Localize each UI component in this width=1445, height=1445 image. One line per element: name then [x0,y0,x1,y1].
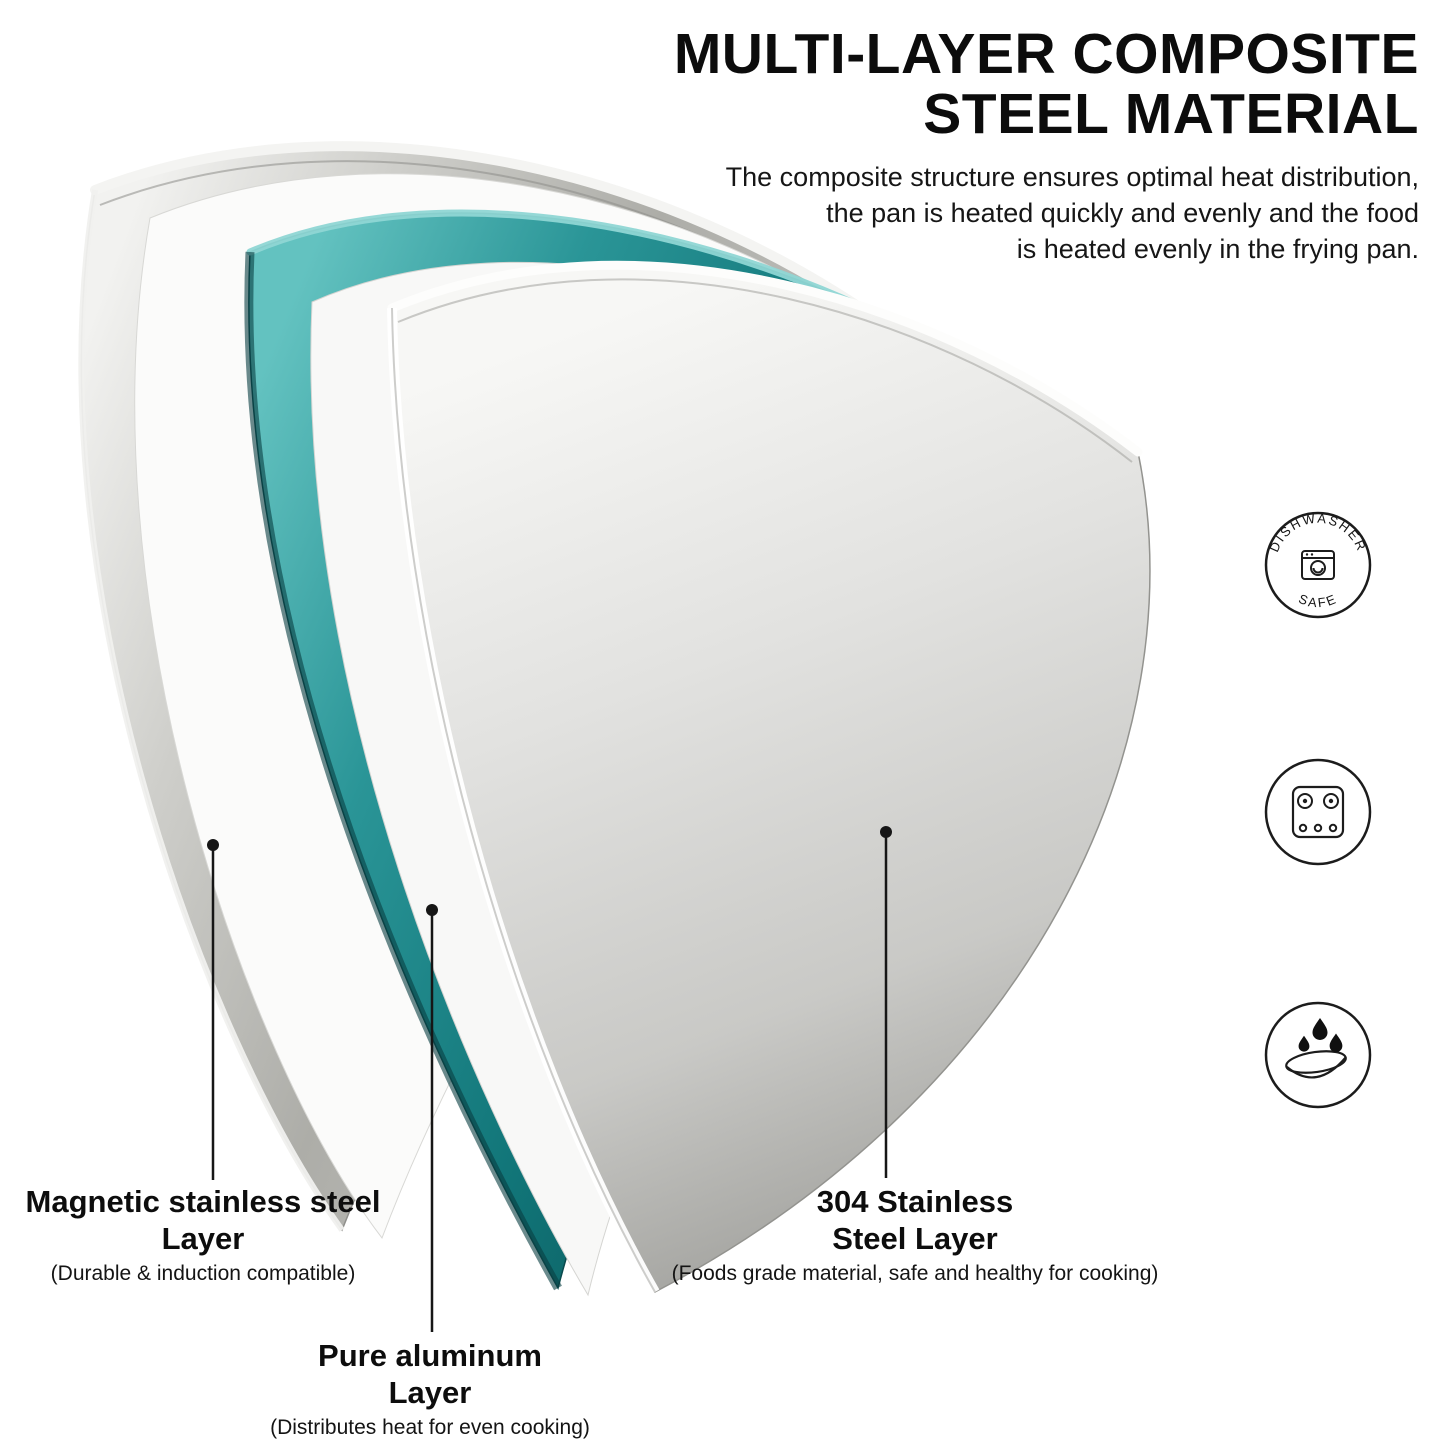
subtitle-line-2: the pan is heated quickly and evenly and… [826,197,1419,228]
dishwasher-badge-text-bottom: SAFE [1297,591,1340,610]
stainless-304-layer-shape [387,260,1151,1295]
dishwasher-machine-glyph [1301,550,1335,580]
dishwasher-safe-badge-icon: DISHWASHER SAFE [1264,511,1372,619]
gas-stove-icon [1264,758,1372,866]
callout-aluminum-layer: Pure aluminum Layer (Distributes heat fo… [225,1338,635,1440]
subtitle-line-1: The composite structure ensures optimal … [725,161,1419,192]
callout-stainless-layer: 304 Stainless Steel Layer (Foods grade m… [645,1184,1185,1286]
water-drops-icon [1264,1001,1372,1109]
callout-aluminum-title-line-1: Pure aluminum [318,1338,542,1373]
callout-stainless-title-line-2: Steel Layer [832,1220,998,1256]
callout-magnetic-title-line-1: Magnetic stainless steel [25,1184,381,1219]
callout-stainless-title-line-1: 304 Stainless [816,1184,1014,1219]
header: MULTI-LAYER COMPOSITE STEEL MATERIAL The… [539,24,1419,267]
callout-leaders [207,826,892,1332]
callout-stainless-desc: (Foods grade material, safe and healthy … [671,1262,1159,1286]
callout-magnetic-desc: (Durable & induction compatible) [50,1262,356,1286]
page-subtitle: The composite structure ensures optimal … [539,159,1419,268]
page-title-line-1: MULTI-LAYER COMPOSITE [673,22,1419,86]
callout-aluminum-title-line-2: Layer [388,1374,472,1410]
callout-magnetic-title-line-2: Layer [161,1220,245,1256]
page-title-line-2: STEEL MATERIAL [923,82,1419,147]
callout-magnetic-layer: Magnetic stainless steel Layer (Durable … [8,1184,398,1286]
callout-aluminum-desc: (Distributes heat for even cooking) [270,1416,590,1440]
subtitle-line-3: is heated evenly in the frying pan. [1016,234,1419,265]
dishwasher-text-bottom: SAFE [1297,591,1338,610]
